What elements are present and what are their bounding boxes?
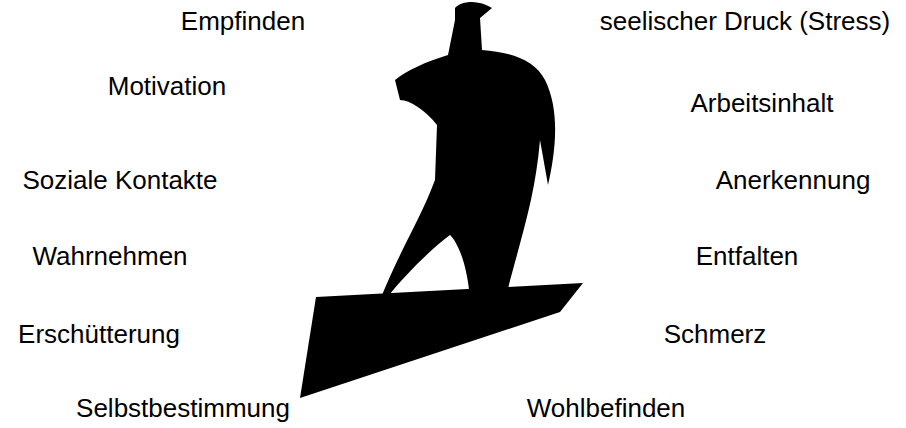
concept-label: seelischer Druck (Stress) — [600, 7, 890, 37]
concept-label: Anerkennung — [716, 166, 871, 196]
concept-label: Schmerz — [664, 320, 767, 350]
concept-label: Empfinden — [181, 7, 305, 37]
person-silhouette — [380, 2, 555, 300]
concept-label: Entfalten — [696, 242, 799, 272]
tilted-base — [300, 283, 583, 398]
concept-label: Motivation — [108, 72, 227, 102]
concept-label: Wahrnehmen — [32, 242, 187, 272]
concept-label: Arbeitsinhalt — [690, 89, 833, 119]
concept-label: Soziale Kontakte — [22, 166, 217, 196]
concept-label: Erschütterung — [18, 320, 180, 350]
concept-label: Selbstbestimmung — [76, 394, 290, 424]
concept-label: Wohlbefinden — [527, 394, 686, 424]
